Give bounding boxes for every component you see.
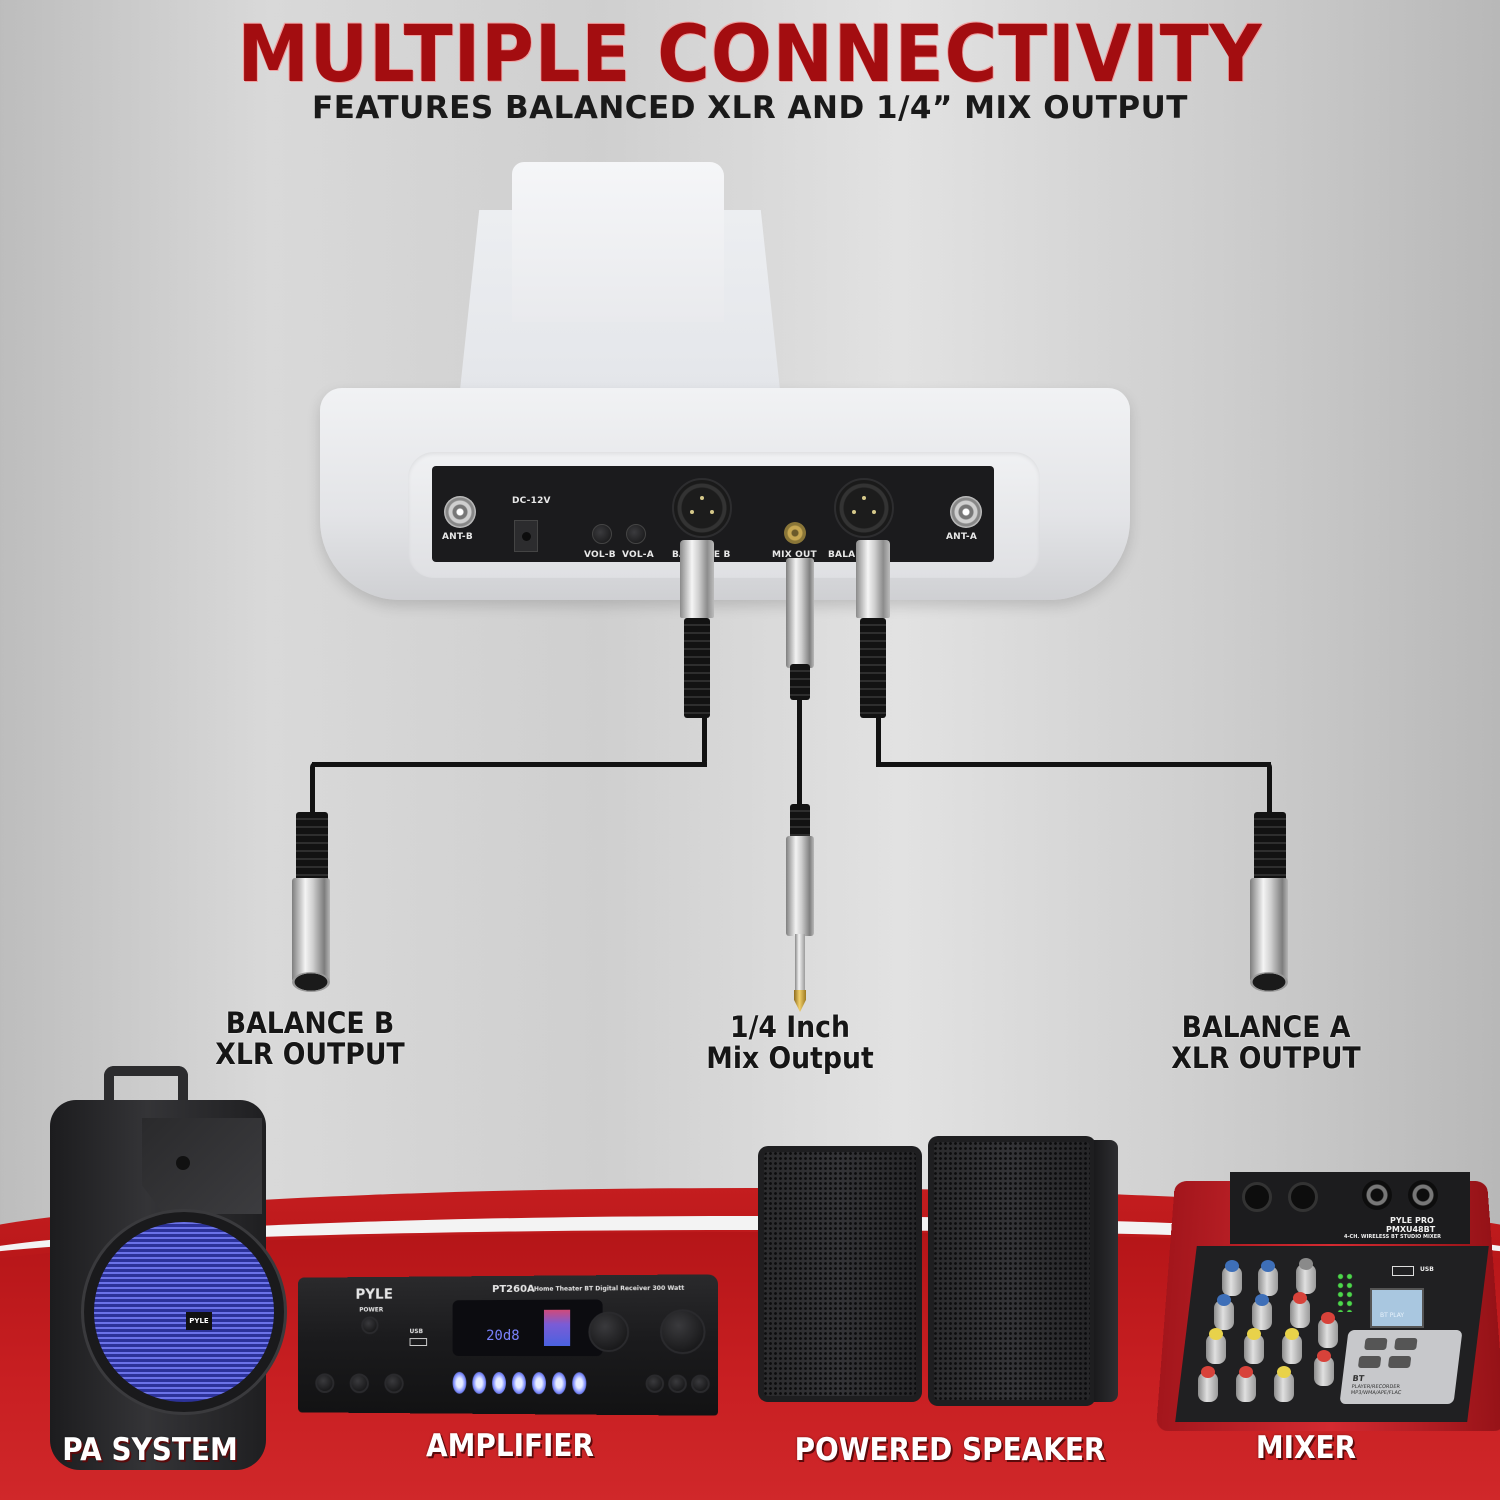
mixer-knob-blue[interactable] [1258,1260,1278,1296]
amp-power-button[interactable] [361,1316,379,1335]
pa-handle [104,1066,188,1108]
amp-usb-port-icon [409,1338,428,1346]
mixer-knob-blue[interactable] [1222,1260,1242,1296]
vol-a-label: VOL-A [622,550,654,560]
amp-display-value: 20d8 [486,1327,520,1345]
mixer-usb-port-icon [1392,1266,1414,1276]
mixer-menu-button[interactable] [1387,1356,1412,1368]
cable-boot [860,618,886,718]
receiver-cradle [512,162,724,322]
combo-input-2-icon [1288,1182,1318,1212]
mixer-model: PMXU48BT [1386,1225,1436,1234]
amp-brand-logo: PYLE [355,1286,393,1303]
device-label-pa-system: PA SYSTEM [62,1432,238,1468]
mixer-lcd-screen: BT PLAY [1370,1288,1424,1328]
mix-out-panel-label: MIX OUT [772,550,817,560]
mixer-knob-yellow[interactable] [1206,1328,1226,1364]
antenna-b-connector-icon [444,496,476,528]
vol-b-knob[interactable] [592,524,612,544]
speaker-right-grille [928,1136,1096,1406]
mixer-next-button[interactable] [1394,1338,1418,1350]
trs-plug-icon [786,836,814,936]
mixer-bt-player-panel: BT PLAYER/RECORDER MP3/WMA/APE/FLAC [1339,1330,1463,1404]
amp-mic-vol-knob[interactable] [588,1311,630,1353]
pa-horn-tweeter [142,1118,262,1214]
dc-power-jack-icon [514,520,538,552]
xlr-main-out-2-icon [1408,1180,1438,1210]
xlr-main-out-1-icon [1362,1180,1392,1210]
trs-plug-icon [786,558,814,668]
output-label-balance-a: BALANCE A XLR OUTPUT [1171,1010,1361,1075]
mixer-knob-yellow[interactable] [1244,1328,1264,1364]
mixer-knob-grey[interactable] [1296,1258,1316,1294]
cable-boot [1254,812,1286,882]
mixer-level-meter-icon [1336,1272,1354,1312]
xlr-male-connector-icon [1250,878,1288,982]
amp-model-desc: Home Theater BT Digital Receiver 300 Wat… [533,1284,685,1293]
mixer-play-pause-button[interactable] [1357,1356,1382,1368]
mixer-knob-yellow[interactable] [1274,1366,1294,1402]
amp-spectrum-icon [543,1309,571,1347]
amp-button[interactable] [572,1372,587,1395]
xlr-male-connector-icon [292,878,330,982]
mixer-model-desc: 4-CH. WIRELESS BT STUDIO MIXER [1344,1234,1442,1240]
xlr-female-connector-icon [680,540,714,618]
ant-a-label: ANT-A [946,532,978,542]
device-label-amplifier: AMPLIFIER [426,1428,594,1464]
mixer-knob-red[interactable] [1198,1366,1218,1402]
amp-button[interactable] [452,1371,467,1394]
mixer-knob-red[interactable] [1236,1366,1256,1402]
combo-input-1-icon [1242,1182,1272,1212]
vol-a-knob[interactable] [626,524,646,544]
amp-button[interactable] [511,1372,526,1395]
ant-b-label: ANT-B [442,532,473,542]
mix-out-jack-icon [784,522,806,544]
amp-display: 20d8 [452,1299,603,1357]
device-amplifier: PYLE POWER USB PT260A Home Theater BT Di… [298,1274,719,1416]
mixer-brand: PYLE PRO [1390,1216,1434,1225]
mixer-knob-blue[interactable] [1214,1294,1234,1330]
cable-boot [684,618,710,718]
mixer-io-panel: PYLE PRO PMXU48BT 4-CH. WIRELESS BT STUD… [1230,1172,1470,1244]
mixer-knob-red[interactable] [1290,1292,1310,1328]
xlr-female-connector-icon [856,540,890,618]
pa-brand-logo: PYLE [186,1312,212,1330]
mixer-prev-button[interactable] [1364,1338,1388,1350]
amp-button[interactable] [552,1372,567,1395]
mixer-knob-red[interactable] [1314,1350,1334,1386]
vol-b-label: VOL-B [584,550,616,560]
device-label-mixer: MIXER [1255,1430,1357,1466]
page-subtitle: FEATURES BALANCED XLR AND 1/4” MIX OUTPU… [312,90,1188,126]
output-label-mix: 1/4 Inch Mix Output [706,1010,874,1075]
amp-master-volume-knob[interactable] [659,1309,706,1355]
mixer-knob-yellow[interactable] [1282,1328,1302,1364]
amp-treble-knob[interactable] [349,1373,369,1394]
mixer-knob-blue[interactable] [1252,1294,1272,1330]
amp-bass-knob[interactable] [315,1373,335,1394]
xlr-socket-a-icon [834,478,894,538]
amp-button[interactable] [472,1371,487,1394]
amp-treble-knob-2[interactable] [668,1374,687,1394]
amp-model: PT260A [492,1283,535,1296]
cable-boot [296,812,328,882]
amp-echo-knob[interactable] [384,1373,404,1394]
speaker-left-grille [758,1146,922,1402]
antenna-a-connector-icon [950,496,982,528]
dc-label: DC-12V [512,496,551,506]
page-title: MULTIPLE CONNECTIVITY [237,10,1263,100]
mixer-knob-red[interactable] [1318,1312,1338,1348]
device-label-powered-speaker: POWERED SPEAKER [794,1432,1106,1468]
amp-button[interactable] [492,1371,506,1395]
amp-balance-knob[interactable] [645,1374,665,1393]
amp-button[interactable] [531,1372,546,1395]
output-label-balance-b: BALANCE B XLR OUTPUT [215,1006,405,1071]
amp-bass-knob-2[interactable] [691,1374,710,1394]
xlr-socket-b-icon [672,478,732,538]
pa-woofer-grille [84,1212,284,1412]
